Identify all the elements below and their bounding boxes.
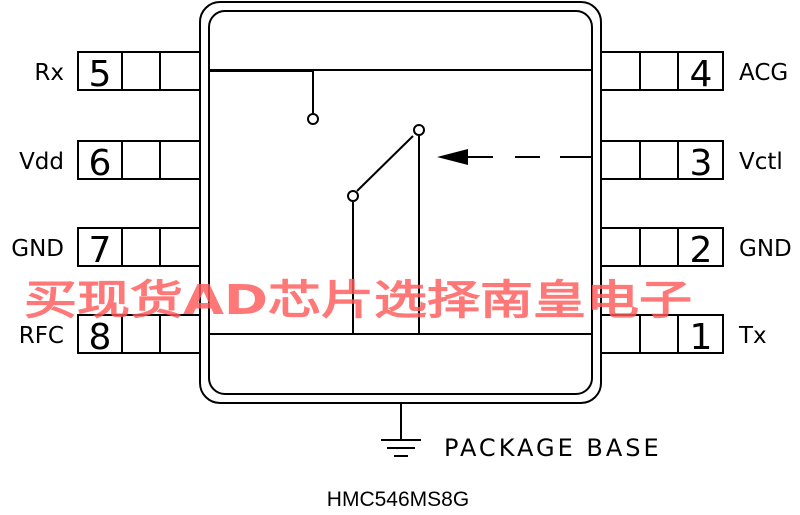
package-base-label: PACKAGE BASE (444, 434, 662, 462)
package-outer-outline (199, 1, 602, 404)
pin-7-number: 7 (89, 230, 112, 271)
control-arrow-icon (437, 149, 468, 165)
watermark-text: 买现货AD芯片选择南皇电子 (24, 276, 692, 324)
pin-8-label: RFC (19, 323, 64, 349)
part-number: HMC546MS8G (327, 488, 469, 511)
tx-contact (413, 124, 425, 136)
rx-path (209, 70, 314, 113)
pin-3-number: 3 (690, 143, 713, 184)
pin-5-label: Rx (34, 60, 64, 86)
pin-8-number: 8 (89, 317, 112, 358)
pin-6-label: Vdd (19, 149, 64, 175)
pin-2-label: GND (739, 236, 792, 262)
pin-1-number: 1 (690, 317, 713, 358)
pin-2-number: 2 (690, 230, 713, 271)
pin-3-label: Vctl (739, 149, 783, 175)
switch-arm (356, 135, 414, 192)
pin-boxes-left (77, 51, 201, 354)
pin-7-label: GND (11, 236, 64, 262)
pin-4-number: 4 (690, 54, 713, 95)
common-contact (347, 190, 359, 202)
pin-boxes-right (600, 51, 724, 354)
pin-5-number: 5 (89, 54, 112, 95)
package-inner-outline (208, 10, 593, 395)
pin-4-label: ACG (739, 60, 788, 86)
rx-contact (307, 113, 319, 125)
pin-1-label: Tx (738, 323, 767, 349)
pin-6-number: 6 (89, 143, 112, 184)
